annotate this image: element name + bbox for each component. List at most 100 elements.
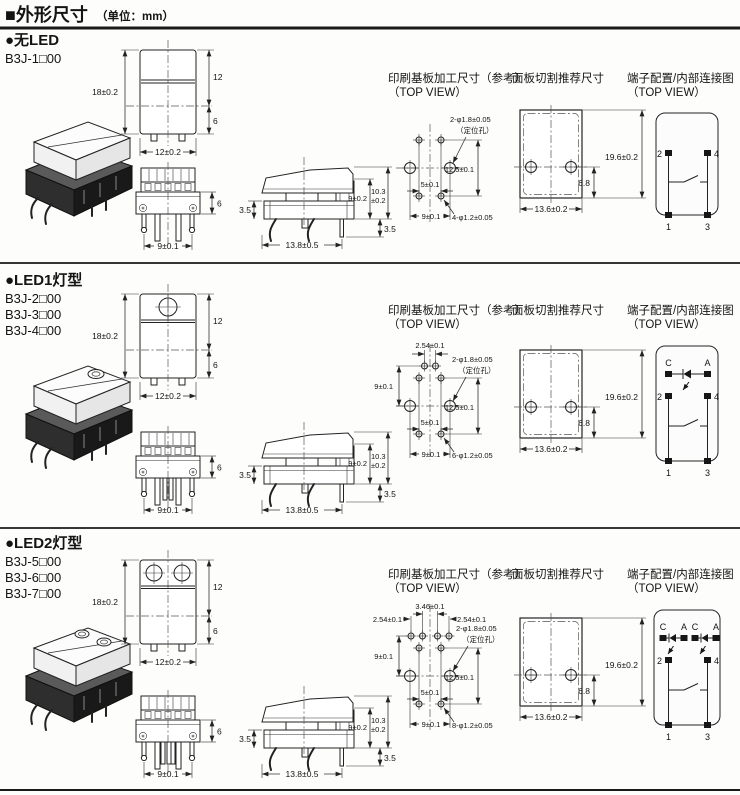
bottom-view: 6 9±0.1 (135, 689, 222, 779)
terminal-3-label: 3 (705, 732, 710, 742)
isometric-view (25, 365, 133, 469)
led1-emission-arrow (667, 645, 674, 655)
pcb-layout: 印刷基板加工尺寸（参考） （TOP VIEW） 3.46±0.1 2.54±0.… (373, 567, 526, 730)
terminal-diagram: 端子配置/内部连接图 （TOP VIEW） C A 2 4 1 3 (627, 303, 734, 478)
dim-panel-width: 13.6±0.2 (534, 712, 567, 722)
pcb-led-pitch: 2.54±0.1 (415, 341, 444, 350)
dim-front-upper: 12 (213, 582, 223, 592)
panel-cutout: 面板切割推荐尺寸 19.6±0.2 6.8 13.6±0.2 (512, 71, 646, 214)
side-view: 3.5 13.8±0.5 9±0.2 10.3 ±0.2 3.5 (239, 421, 396, 515)
bottom-view: 6 9±0.1 (135, 161, 222, 251)
led-lens (91, 371, 101, 377)
terminal-3-label: 3 (705, 468, 710, 478)
pcb-title: 印刷基板加工尺寸（参考） (388, 303, 526, 317)
led1-anode-label: A (681, 622, 687, 632)
led2-cathode-label: C (692, 622, 699, 632)
dim-side-h-outer: 10.3 (371, 716, 386, 725)
terminal-4-label: 4 (714, 656, 719, 666)
dim-panel-offset: 6.8 (578, 686, 590, 696)
panel-title: 面板切割推荐尺寸 (512, 567, 604, 581)
dim-side-pin: 3.5 (384, 224, 396, 234)
dim-side-h-outer-tol: ±0.2 (371, 461, 386, 470)
pcb-led-pitch-mid: 3.46±0.1 (415, 602, 444, 611)
dim-panel-offset: 6.8 (578, 418, 590, 428)
dim-side-h-outer: 10.3 (371, 187, 386, 196)
pcb-subtitle: （TOP VIEW） (388, 582, 467, 595)
dim-front-height: 18±0.2 (92, 597, 118, 607)
terminal-subtitle: （TOP VIEW） (627, 582, 706, 595)
dim-side-width: 13.8±0.5 (285, 505, 318, 515)
dim-bottom-width: 9±0.1 (157, 769, 178, 779)
dim-front-width: 12±0.2 (155, 391, 181, 401)
section3-model-2: B3J-6□00 (5, 570, 61, 585)
pcb-locating-note: （定位孔） (458, 365, 496, 375)
pcb-pitch-w: 9±0.1 (422, 212, 441, 221)
led-anode-label: A (704, 358, 710, 368)
section-led2: ●LED2灯型 B3J-5□00 B3J-6□00 B3J-7□00 18±0.… (5, 534, 734, 779)
side-view: 3.5 13.8±0.5 9±0.2 10.3 ±0.2 3.5 (239, 156, 396, 250)
section2-model-1: B3J-2□00 (5, 291, 61, 306)
dim-panel-width: 13.6±0.2 (534, 204, 567, 214)
section2-heading: ●LED1灯型 (5, 271, 82, 289)
pcb-locating-label: 2-φ1.8±0.05 (450, 115, 491, 124)
dim-side-h-outer-tol: ±0.2 (371, 725, 386, 734)
dim-front-lower: 6 (213, 116, 218, 126)
dim-side-seat: 3.5 (239, 470, 251, 480)
pcb-terminal-holes: 8-φ1.2±0.05 (452, 721, 493, 730)
front-view: 18±0.2 12 6 12±0.2 (92, 284, 223, 401)
pcb-pitch-v: 12.5±0.1 (445, 403, 474, 412)
pcb-locating-label: 2-φ1.8±0.05 (452, 355, 493, 364)
led-cathode-label: C (665, 358, 672, 368)
terminal-4-label: 4 (714, 149, 719, 159)
pcb-layout: 印刷基板加工尺寸（参考） （TOP VIEW） 2-φ1.8±0.05 （定位孔… (388, 71, 526, 222)
terminal-subtitle: （TOP VIEW） (627, 86, 706, 99)
section3-model-1: B3J-5□00 (5, 554, 61, 569)
pcb-layout: 印刷基板加工尺寸（参考） （TOP VIEW） 2.54±0.1 9±0.1 2… (374, 303, 526, 460)
dim-bottom-height: 6 (217, 199, 222, 209)
section1-model-1: B3J-1□00 (5, 51, 61, 66)
pcb-locating-note: （定位孔） (456, 125, 494, 135)
dim-side-h-outer: 10.3 (371, 452, 386, 461)
terminal-3-label: 3 (705, 222, 710, 232)
led-symbol (683, 369, 691, 379)
dim-side-h-inner: 9±0.2 (348, 723, 367, 732)
pcb-pitch-v: 12.5±0.1 (445, 165, 474, 174)
front-view: 18±0.2 12 6 12±0.2 (92, 550, 223, 667)
dim-front-lower: 6 (213, 626, 218, 636)
dim-front-upper: 12 (213, 316, 223, 326)
terminal-title: 端子配置/内部连接图 (627, 71, 734, 85)
led-emission-arrow (682, 381, 690, 391)
pcb-locating-label: 2-φ1.8±0.05 (456, 624, 497, 633)
led-lens-1 (78, 631, 86, 637)
pcb-subtitle: （TOP VIEW） (388, 86, 467, 99)
page-unit: （单位：mm） (96, 9, 174, 23)
terminal-1-label: 1 (666, 468, 671, 478)
dim-side-h-inner: 9±0.2 (348, 459, 367, 468)
terminal-4-label: 4 (714, 392, 719, 402)
dim-bottom-width: 9±0.1 (157, 505, 178, 515)
page-title: ■外形尺寸 (5, 4, 88, 25)
terminal-2-label: 2 (657, 656, 662, 666)
pcb-pitch-w: 9±0.1 (422, 450, 441, 459)
panel-title: 面板切割推荐尺寸 (512, 71, 604, 85)
dim-front-width: 12±0.2 (155, 147, 181, 157)
side-view: 3.5 13.8±0.5 9±0.2 10.3 ±0.2 3.5 (239, 685, 396, 779)
led2-emission-arrow (699, 645, 706, 655)
pcb-terminal-holes: 4-φ1.2±0.05 (452, 213, 493, 222)
pcb-title: 印刷基板加工尺寸（参考） (388, 567, 526, 581)
dim-front-height: 18±0.2 (92, 331, 118, 341)
dim-front-upper: 12 (213, 72, 223, 82)
dim-bottom-width: 9±0.1 (157, 241, 178, 251)
dim-front-width: 12±0.2 (155, 657, 181, 667)
pcb-title: 印刷基板加工尺寸（参考） (388, 71, 526, 85)
dim-panel-height: 19.6±0.2 (605, 660, 638, 670)
led1-cathode-label: C (660, 622, 667, 632)
terminal-title: 端子配置/内部连接图 (627, 303, 734, 317)
page-header: ■外形尺寸 （单位：mm） (0, 4, 740, 30)
section2-model-3: B3J-4□00 (5, 323, 61, 338)
dim-panel-offset: 6.8 (578, 178, 590, 188)
dim-side-width: 13.8±0.5 (285, 240, 318, 250)
terminal-2-label: 2 (657, 149, 662, 159)
dim-side-h-inner: 9±0.2 (348, 194, 367, 203)
